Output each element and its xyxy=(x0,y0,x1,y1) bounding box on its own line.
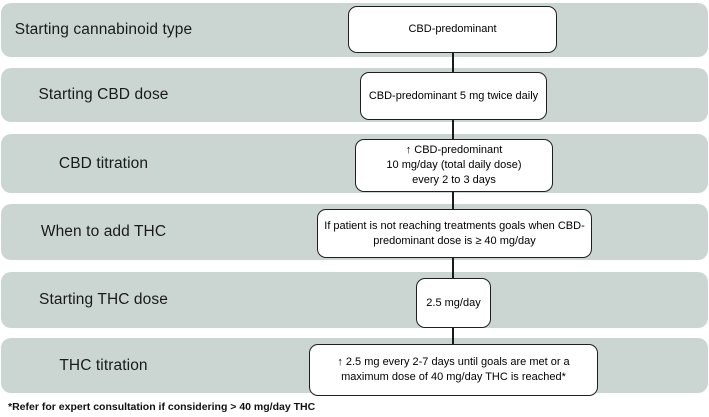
row-label: Starting CBD dose xyxy=(38,86,169,103)
box-text-line: predominant dose is ≥ 40 mg/day xyxy=(373,234,536,247)
box-text-line: 2.5 mg/day xyxy=(426,296,481,309)
row-label: When to add THC xyxy=(40,223,167,240)
row-starting-thc-dose: Starting THC dose xyxy=(1,272,708,328)
row-band xyxy=(1,68,708,122)
box-when-to-add-thc: If patient is not reaching treatments go… xyxy=(317,209,592,258)
row-label: CBD titration xyxy=(58,154,149,172)
box-text-line: every 2 to 3 days xyxy=(412,174,496,186)
box-starting-type: CBD-predominant xyxy=(348,6,557,53)
box-starting-cbd-dose: CBD-predominant 5 mg twice daily xyxy=(360,72,547,120)
row-label: THC titration xyxy=(59,356,148,374)
row-label: Starting THC dose xyxy=(39,291,168,308)
row-cbd-titration: CBD titration xyxy=(1,134,708,193)
connector-line-3 xyxy=(452,191,454,210)
connector-line-4 xyxy=(452,257,454,279)
box-thc-titration: ↑ 2.5 mg every 2-7 days until goals are … xyxy=(309,344,598,396)
connector-line-2 xyxy=(452,119,454,140)
box-text-line: CBD-predominant xyxy=(408,23,497,35)
connector-line-5 xyxy=(452,327,454,345)
row-starting-cbd-dose: Starting CBD dose xyxy=(1,68,708,122)
box-text-line: ↑ CBD-predominant xyxy=(405,144,503,156)
box-starting-thc-dose: 2.5 mg/day xyxy=(416,278,491,328)
box-text-line: 10 mg/day (total daily dose) xyxy=(386,159,522,171)
box-text-line: CBD-predominant 5 mg twice daily xyxy=(368,89,539,102)
box-text-line: maximum dose of 40 mg/day THC is reached… xyxy=(341,371,566,383)
connector-line-1 xyxy=(452,52,454,73)
row-label: Starting cannabinoid type xyxy=(14,21,193,38)
footnote: *Refer for expert consultation if consid… xyxy=(8,401,316,413)
box-text-line: If patient is not reaching treatments go… xyxy=(324,219,585,232)
box-text-line: ↑ 2.5 mg every 2-7 days until goals are … xyxy=(337,356,570,368)
row-band xyxy=(1,272,708,328)
box-cbd-titration: ↑ CBD-predominant 10 mg/day (total daily… xyxy=(355,139,553,192)
row-band xyxy=(1,134,708,193)
